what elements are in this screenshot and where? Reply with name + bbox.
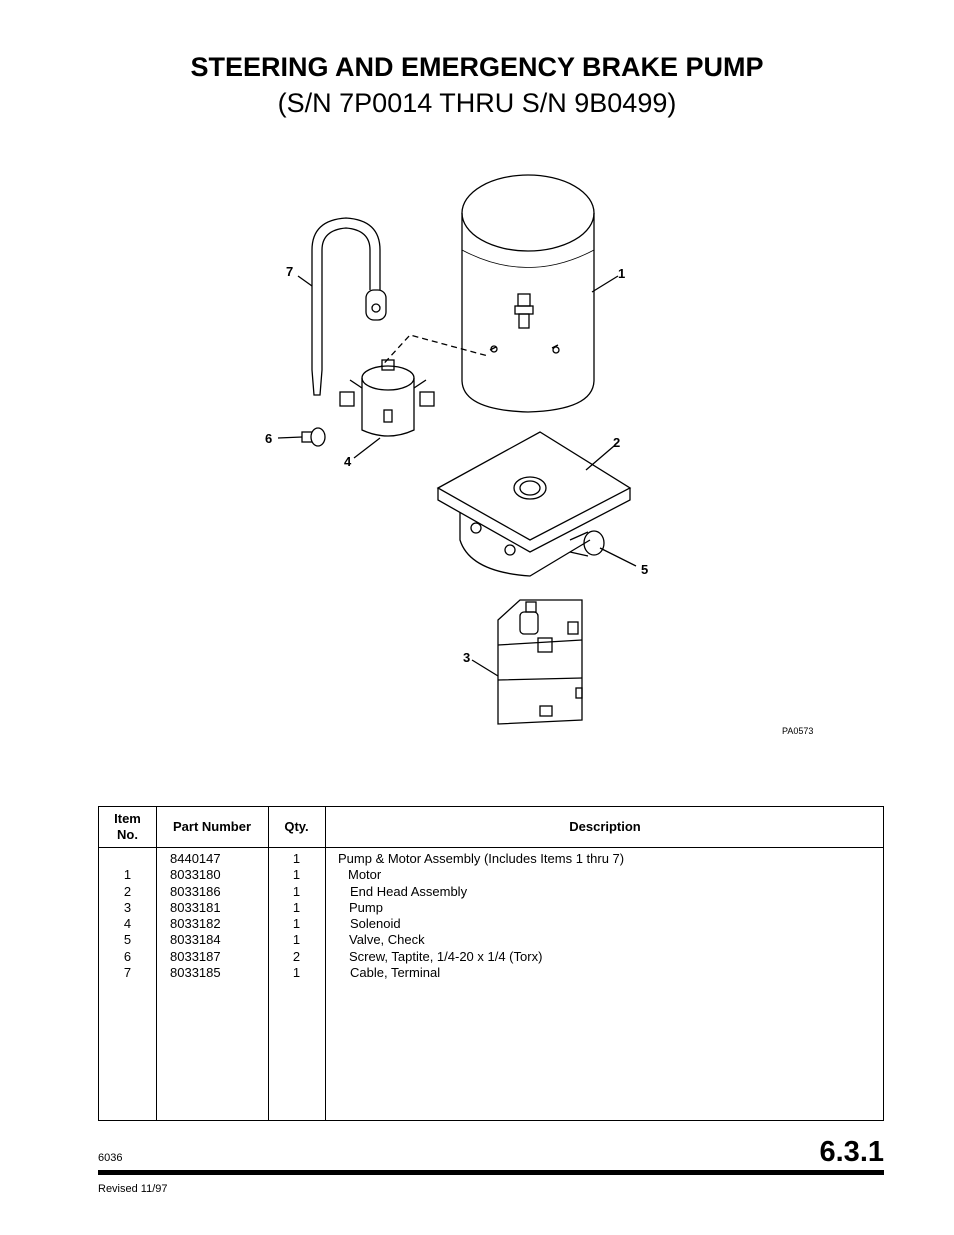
solenoid-drawing xyxy=(339,359,435,437)
motor-drawing xyxy=(461,174,595,413)
figure-reference: PA0573 xyxy=(782,726,813,736)
callout-4: 4 xyxy=(344,454,352,469)
section-number: 6.3.1 xyxy=(819,1136,885,1168)
table-cell-qty: 1 xyxy=(292,932,301,948)
table-cell-qty: 1 xyxy=(292,899,301,915)
callout-1: 1 xyxy=(618,266,625,281)
table-cell-item: 7 xyxy=(123,965,132,981)
assembly-dashed-line xyxy=(377,334,489,371)
column-item-no: 1 2 3 4 5 6 7 xyxy=(99,851,156,981)
exploded-view-illustration: 7 1 6 4 2 5 3 PA0573 xyxy=(265,174,813,736)
table-cell-item: 6 xyxy=(123,948,132,964)
table-cell-item: 1 xyxy=(123,867,132,883)
table-cell-qty: 1 xyxy=(292,916,301,932)
table-cell-part-number: 8033184 xyxy=(170,932,221,948)
table-cell-qty: 1 xyxy=(292,965,301,981)
parts-table: Item No. Part Number Qty. Description 1 … xyxy=(98,806,884,1121)
table-cell-part-number: 8033186 xyxy=(170,883,221,899)
table-cell-item: 4 xyxy=(123,916,132,932)
table-cell-description: End Head Assembly xyxy=(350,883,468,899)
table-cell-description: Solenoid xyxy=(350,916,401,932)
header-qty: Qty. xyxy=(284,819,309,834)
table-cell-item: 3 xyxy=(123,899,132,915)
page-subtitle: (S/N 7P0014 THRU S/N 9B0499) xyxy=(277,88,677,118)
revision-date: Revised 11/97 xyxy=(98,1183,168,1195)
table-cell-qty: 2 xyxy=(292,948,301,964)
table-cell-qty: 1 xyxy=(292,883,301,899)
table-cell-description: Screw, Taptite, 1/4-20 x 1/4 (Torx) xyxy=(349,948,543,964)
column-part-number: 8440147 8033180 8033186 8033181 8033182 … xyxy=(170,851,270,981)
table-cell-qty: 1 xyxy=(292,867,301,883)
table-cell-part-number: 8033182 xyxy=(170,916,221,932)
table-cell-description: Cable, Terminal xyxy=(350,965,441,981)
table-cell-item: 2 xyxy=(123,883,132,899)
callout-5: 5 xyxy=(641,562,648,577)
table-cell-part-number: 8440147 xyxy=(170,851,221,866)
header-item-no: Item No. xyxy=(114,811,141,842)
header-description: Description xyxy=(569,819,641,834)
table-cell-part-number: 8033181 xyxy=(170,899,221,915)
table-cell-description: Pump & Motor Assembly (Includes Items 1 … xyxy=(338,851,625,866)
table-cell-part-number: 8033180 xyxy=(170,867,221,883)
table-cell-part-number: 8033187 xyxy=(170,948,221,964)
end-head-drawing xyxy=(436,431,632,577)
column-description: Pump & Motor Assembly (Includes Items 1 … xyxy=(338,851,878,981)
screw-drawing xyxy=(301,427,326,447)
page-title: STEERING AND EMERGENCY BRAKE PUMP xyxy=(190,52,764,82)
table-cell-description: Motor xyxy=(348,867,382,883)
callout-7: 7 xyxy=(286,264,293,279)
callout-6: 6 xyxy=(265,431,272,446)
callout-3: 3 xyxy=(463,650,470,665)
column-qty: 1 1 1 1 1 1 2 1 xyxy=(268,851,325,981)
terminal-cable-drawing xyxy=(311,217,387,396)
footer-rule xyxy=(98,1170,884,1175)
document-code: 6036 xyxy=(98,1152,123,1164)
header-part-number: Part Number xyxy=(172,819,252,834)
table-cell-qty: 1 xyxy=(292,851,301,866)
callout-2: 2 xyxy=(613,435,620,450)
table-cell-description: Valve, Check xyxy=(349,932,425,948)
table-cell-item: 5 xyxy=(123,932,132,948)
pump-drawing xyxy=(497,599,583,725)
table-cell-part-number: 8033185 xyxy=(170,965,221,981)
table-cell-description: Pump xyxy=(349,899,383,915)
table-cell-item xyxy=(99,851,156,867)
